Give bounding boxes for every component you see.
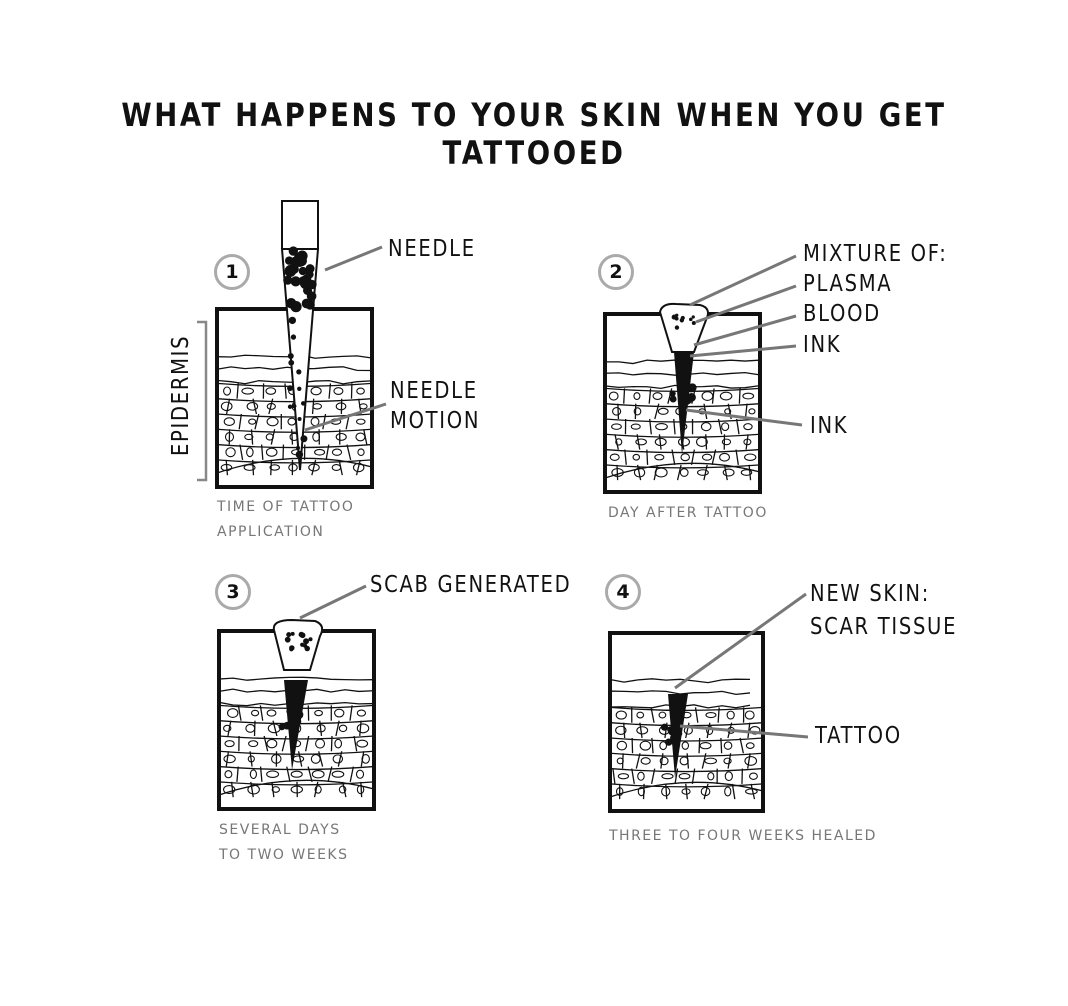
label-epidermis: EPIDERMIS bbox=[168, 334, 194, 456]
label-ink-top: INK bbox=[803, 332, 842, 358]
epidermis-bracket bbox=[197, 320, 208, 482]
label-new-skin: NEW SKIN: bbox=[810, 581, 931, 607]
label-blood: BLOOD bbox=[803, 301, 881, 327]
label-needle: NEEDLE bbox=[388, 236, 476, 262]
scab-leader bbox=[299, 584, 367, 620]
label-needle-motion-line1: NEEDLE bbox=[390, 378, 478, 404]
caption-step-3-line1: SEVERAL DAYS bbox=[219, 822, 341, 838]
tattoo-leader bbox=[679, 724, 809, 739]
needle-ink-dots bbox=[283, 246, 317, 459]
caption-step-1-line1: TIME OF TATTOO bbox=[217, 499, 355, 515]
blood-leader bbox=[693, 314, 797, 347]
panel-4-skin bbox=[608, 631, 765, 813]
caption-step-2: DAY AFTER TATTOO bbox=[608, 505, 768, 521]
caption-step-4: THREE TO FOUR WEEKS HEALED bbox=[609, 828, 877, 844]
needle-shaft bbox=[281, 200, 319, 250]
mixture-leader bbox=[689, 254, 797, 307]
panel-3-dots bbox=[278, 631, 313, 731]
needle-motion-leader bbox=[304, 402, 387, 432]
label-plasma: PLASMA bbox=[803, 271, 893, 297]
ink-leader bbox=[685, 408, 803, 427]
scab bbox=[272, 618, 324, 671]
label-tattoo: TATTOO bbox=[815, 723, 902, 749]
caption-step-1-line2: APPLICATION bbox=[217, 524, 325, 540]
step-3-badge: 3 bbox=[215, 574, 251, 610]
label-scar-tissue: SCAR TISSUE bbox=[810, 614, 958, 640]
ink-top-leader bbox=[689, 344, 797, 358]
new-skin-leader bbox=[674, 592, 807, 690]
label-mixture-of: MIXTURE OF: bbox=[803, 241, 948, 267]
label-ink: INK bbox=[810, 413, 849, 439]
page-title: WHAT HAPPENS TO YOUR SKIN WHEN YOU GET T… bbox=[121, 96, 947, 172]
panel-2-dots bbox=[669, 313, 697, 406]
plasma-leader bbox=[695, 284, 797, 324]
label-scab-generated: SCAB GENERATED bbox=[370, 572, 572, 598]
panel-4-dots bbox=[660, 723, 683, 746]
step-1-badge: 1 bbox=[214, 254, 250, 290]
step-2-badge: 2 bbox=[598, 254, 634, 290]
step-4-badge: 4 bbox=[605, 574, 641, 610]
needle-leader bbox=[324, 245, 383, 272]
caption-step-3-line2: TO TWO WEEKS bbox=[219, 847, 349, 863]
label-needle-motion-line2: MOTION bbox=[390, 408, 481, 434]
